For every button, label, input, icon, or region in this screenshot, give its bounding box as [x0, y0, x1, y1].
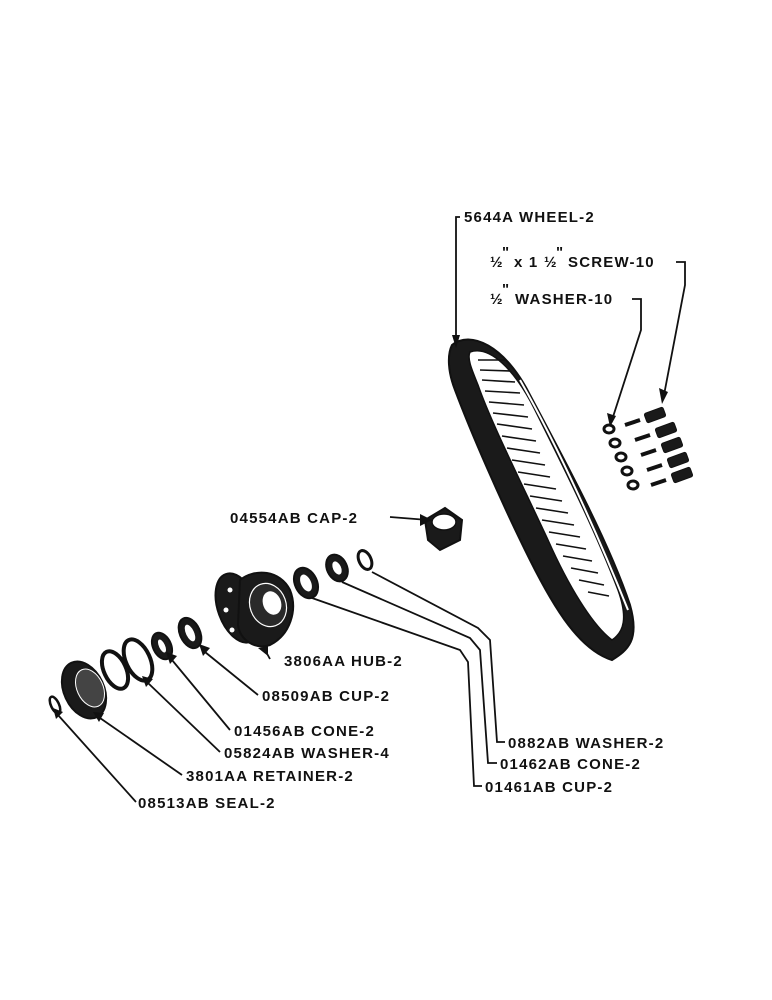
- rear-washer-drawing: [356, 549, 374, 571]
- label-washer-main: WASHER-10: [515, 291, 613, 308]
- label-screw-half-1: ½: [490, 254, 504, 271]
- label-hub: 3806AA HUB-2: [284, 653, 403, 670]
- wheel-drawing: [447, 338, 635, 662]
- label-cap: 04554AB CAP-2: [230, 510, 358, 527]
- label-screw-tail: SCREW-10: [568, 254, 655, 271]
- front-washers-drawing: [99, 637, 155, 691]
- label-cone-rear: 01462AB CONE-2: [500, 756, 641, 773]
- label-washer-rear: 0882AB WASHER-2: [508, 735, 664, 752]
- leader-lines: [53, 216, 686, 803]
- label-washer-half: ½: [490, 291, 504, 308]
- hub-drawing: [214, 571, 295, 648]
- label-retainer: 3801AA RETAINER-2: [186, 768, 354, 785]
- label-cone-front: 01456AB CONE-2: [234, 723, 375, 740]
- label-screw-main: x 1: [514, 254, 538, 271]
- label-washer-front: 05824AB WASHER-4: [224, 745, 390, 762]
- label-washer-inch: ": [502, 281, 510, 298]
- washers-drawing: [602, 423, 640, 491]
- label-cup-front: 08509AB CUP-2: [262, 688, 390, 705]
- rear-cup-drawing: [292, 566, 320, 600]
- front-cone-drawing: [150, 631, 174, 661]
- label-screw: ½ " x 1 ½ " SCREW-10: [490, 244, 655, 271]
- label-seal: 08513AB SEAL-2: [138, 795, 276, 812]
- label-screw-inch-2: ": [556, 244, 564, 261]
- label-screw-inch-1: ": [502, 244, 510, 261]
- screws-drawing: [624, 406, 694, 487]
- rear-cone-drawing: [325, 553, 349, 583]
- front-cup-drawing: [177, 616, 203, 650]
- retainer-drawing: [60, 660, 108, 720]
- label-wheel: 5644A WHEEL-2: [464, 209, 595, 226]
- cap-drawing: [423, 506, 464, 552]
- label-cup-rear: 01461AB CUP-2: [485, 779, 613, 796]
- part-labels: 5644A WHEEL-2 ½ " x 1 ½ " SCREW-10 ½ " W…: [138, 209, 664, 812]
- label-screw-half-2: ½: [544, 254, 558, 271]
- label-washer: ½ " WASHER-10: [490, 281, 613, 308]
